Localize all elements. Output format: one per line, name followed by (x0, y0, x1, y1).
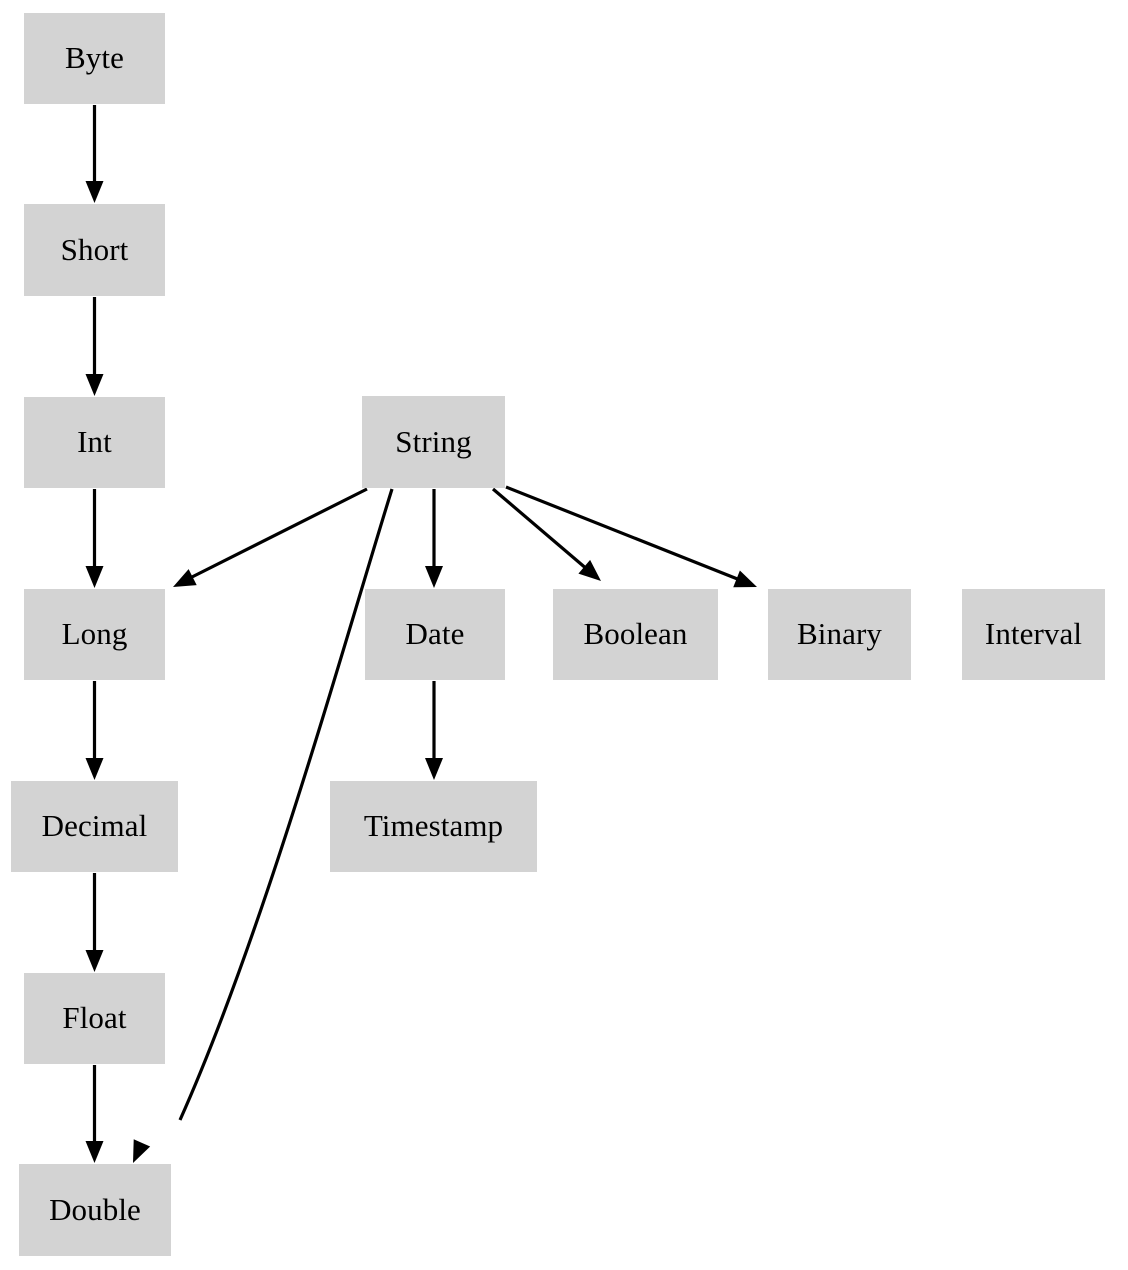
node-label: Double (49, 1191, 141, 1227)
node-label: Date (405, 616, 465, 651)
node-label: String (395, 423, 472, 459)
edge-string-binary (505, 485, 757, 588)
arrowhead-icon (85, 566, 104, 588)
arrowhead-icon (425, 758, 443, 780)
arrowhead-icon (85, 181, 104, 203)
node-label: Interval (984, 616, 1083, 651)
edge-long-decimal (85, 681, 104, 780)
edge-byte-short (85, 105, 104, 203)
node-short[interactable]: Short (24, 204, 165, 296)
arrowhead-icon (85, 374, 104, 396)
node-string[interactable]: String (362, 396, 505, 488)
node-label: Byte (65, 40, 124, 75)
edge-line (189, 487, 368, 580)
node-label: Boolean (583, 616, 688, 651)
node-byte[interactable]: Byte (24, 13, 165, 104)
arrowhead-icon (85, 950, 104, 972)
node-binary[interactable]: Binary (768, 589, 911, 680)
arrowhead-icon (425, 566, 443, 588)
node-long[interactable]: Long (24, 589, 165, 680)
node-float[interactable]: Float (24, 973, 165, 1064)
node-label: Float (62, 1000, 127, 1035)
node-label: Int (77, 424, 112, 459)
node-int[interactable]: Int (24, 397, 165, 488)
node-double[interactable]: Double (19, 1164, 171, 1256)
arrowhead-icon (133, 1139, 151, 1163)
node-label: Decimal (41, 808, 148, 843)
arrowhead-icon (578, 559, 601, 581)
edge-string-boolean (491, 487, 601, 581)
node-label: Short (60, 231, 129, 267)
arrowhead-icon (85, 758, 104, 780)
node-label: Long (61, 616, 128, 651)
node-label: Binary (797, 616, 882, 651)
edge-line (491, 487, 590, 572)
node-timestamp[interactable]: Timestamp (330, 781, 537, 872)
edge-int-long (85, 489, 104, 588)
edge-string-date (425, 489, 443, 588)
edge-float-double (85, 1065, 104, 1163)
node-label: Timestamp (363, 808, 504, 843)
edge-date-timestamp (425, 681, 443, 780)
node-date[interactable]: Date (365, 589, 505, 680)
edge-decimal-float (85, 873, 104, 972)
arrowhead-icon (173, 569, 197, 587)
node-decimal[interactable]: Decimal (11, 781, 178, 872)
arrowhead-icon (85, 1141, 104, 1163)
arrowhead-icon (733, 570, 757, 588)
edge-line (505, 485, 741, 582)
edge-short-int (85, 297, 104, 396)
node-boolean[interactable]: Boolean (553, 589, 718, 680)
node-interval[interactable]: Interval (962, 589, 1105, 680)
edge-string-long (173, 487, 368, 587)
